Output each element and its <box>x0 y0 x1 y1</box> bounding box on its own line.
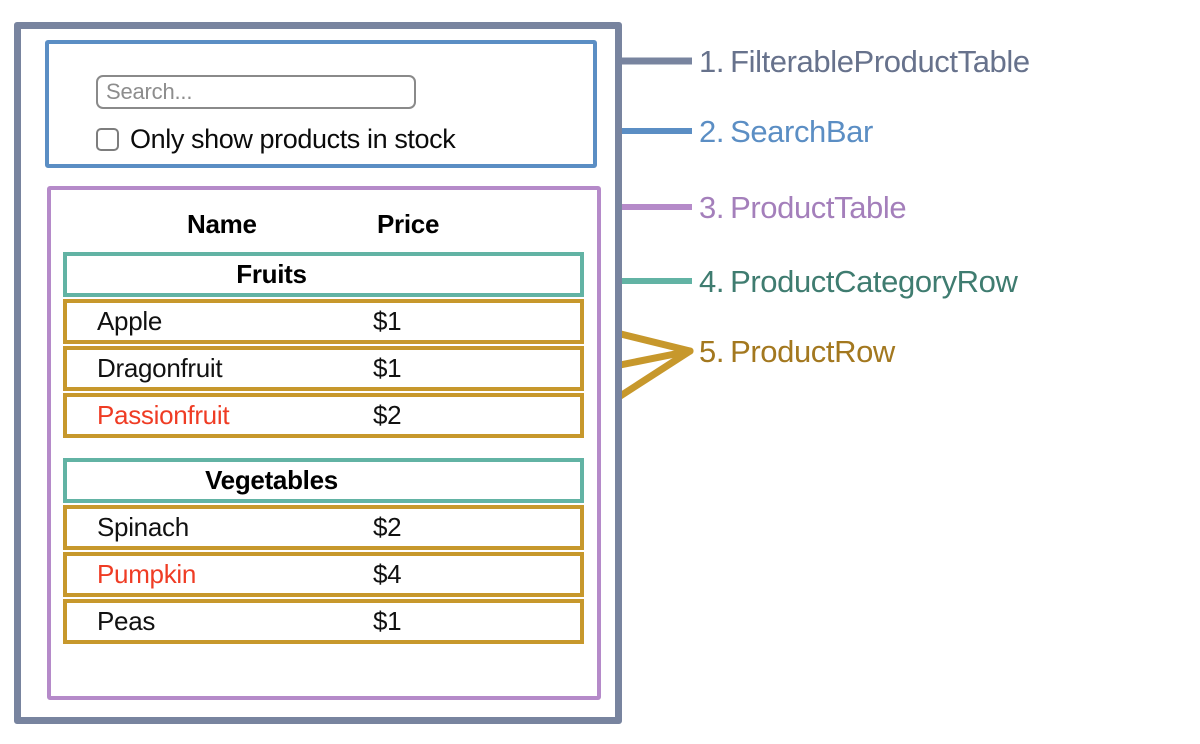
column-header-price: Price <box>377 208 440 239</box>
in-stock-checkbox[interactable] <box>96 128 119 151</box>
product-price: $1 <box>373 353 402 383</box>
legend-label-text: ProductRow <box>730 334 895 369</box>
product-price: $2 <box>373 400 402 430</box>
legend-number: 2. <box>699 114 725 149</box>
product-row: Spinach $2 <box>63 505 584 550</box>
product-row: Pumpkin $4 <box>63 552 584 597</box>
product-table-header: Name Price <box>51 202 597 246</box>
product-table-body: Fruits Apple $1 Dragonfruit $1 Passionfr… <box>63 252 584 646</box>
legend-label-text: FilterableProductTable <box>730 44 1030 79</box>
product-price: $2 <box>373 512 402 542</box>
product-name: Spinach <box>97 512 189 542</box>
legend-label-text: ProductTable <box>730 190 907 225</box>
legend-label-text: SearchBar <box>730 114 873 149</box>
product-category-label: Vegetables <box>205 465 338 495</box>
product-row: Peas $1 <box>63 599 584 644</box>
product-row: Dragonfruit $1 <box>63 346 584 391</box>
product-row: Apple $1 <box>63 299 584 344</box>
product-table-frame: Name Price Fruits Apple $1 Dragonfruit $… <box>47 186 601 700</box>
legend-item-product-table: 3.ProductTable <box>699 190 907 225</box>
legend-number: 5. <box>699 334 725 369</box>
legend-number: 3. <box>699 190 725 225</box>
product-price: $1 <box>373 306 402 336</box>
legend-item-product-row: 5.ProductRow <box>699 336 895 367</box>
product-price: $4 <box>373 559 402 589</box>
search-input[interactable]: Search... <box>96 75 416 109</box>
product-price: $1 <box>373 606 402 636</box>
legend-item-filterable-product-table: 1.FilterableProductTable <box>699 46 1030 77</box>
search-input-placeholder: Search... <box>106 79 193 104</box>
product-name: Apple <box>97 306 162 336</box>
product-name: Passionfruit <box>97 400 230 430</box>
legend-number: 1. <box>699 44 725 79</box>
in-stock-checkbox-label: Only show products in stock <box>130 124 456 154</box>
product-category-label: Fruits <box>236 259 307 289</box>
product-row: Passionfruit $2 <box>63 393 584 438</box>
product-name: Peas <box>97 606 156 636</box>
product-name: Dragonfruit <box>97 353 223 383</box>
legend-item-search-bar: 2.SearchBar <box>699 116 873 147</box>
product-category-row: Vegetables <box>63 458 584 503</box>
legend-label-text: ProductCategoryRow <box>730 264 1018 299</box>
in-stock-filter-row[interactable]: Only show products in stock <box>96 124 456 155</box>
legend-number: 4. <box>699 264 725 299</box>
search-bar-frame: Search... Only show products in stock <box>45 40 597 168</box>
column-header-name: Name <box>187 208 257 239</box>
legend-item-product-category-row: 4.ProductCategoryRow <box>699 266 1018 297</box>
product-name: Pumpkin <box>97 559 197 589</box>
product-category-row: Fruits <box>63 252 584 297</box>
